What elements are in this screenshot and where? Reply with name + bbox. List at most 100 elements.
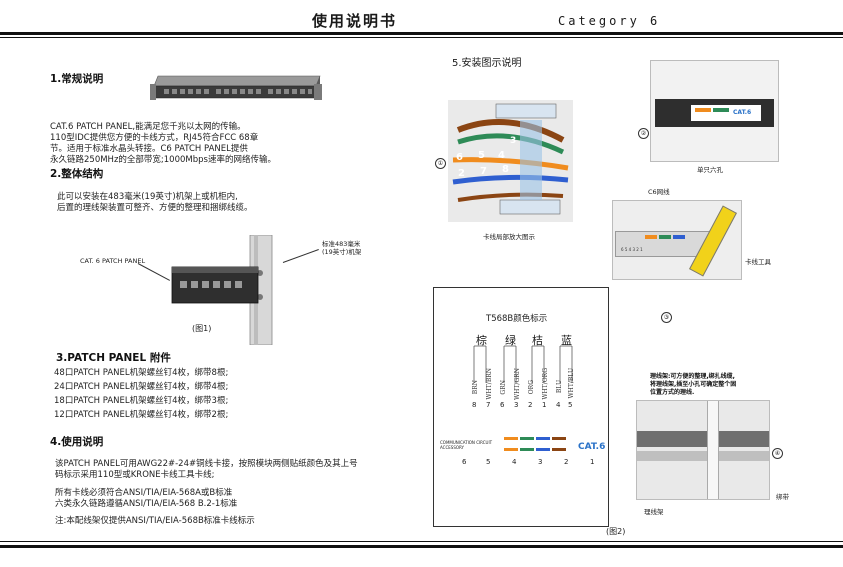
wire-pos-5: 5 — [568, 401, 573, 409]
section-1-body: CAT.6 PATCH PANEL,能满足您千兆以太网的传输。 110型IDC提… — [50, 122, 276, 165]
port-num-5: 5 — [486, 458, 491, 466]
footer-rule-thick — [0, 545, 843, 548]
idc-closeup-illustration — [448, 100, 573, 222]
module-stripe-orange — [695, 108, 711, 112]
step-1-marker: ① — [435, 158, 446, 169]
step-2-marker: ② — [638, 128, 649, 139]
cable-manager-bar — [637, 451, 769, 461]
t568b-group-green: 绿 — [505, 334, 516, 347]
t568b-group-blue: 蓝 — [561, 334, 572, 347]
port-num-2: 2 — [564, 458, 569, 466]
cable-manager-note: 理线架:可方便的整理,绑扎线缆, 将理线架,插至小孔可确定整个固 位置方式的理线… — [650, 373, 737, 396]
header-rule-thick — [0, 32, 843, 35]
closeup-num-4: 4 — [498, 150, 505, 161]
closeup-photo: 6 5 4 3 2 7 8 — [448, 100, 573, 222]
color-strip — [502, 436, 568, 454]
punchdown-stripe-blue — [673, 235, 685, 239]
single-module-photo: CAT.6 — [650, 60, 779, 162]
punchdown-panel-numbers: 6 5 4 3 2 1 — [621, 247, 643, 252]
port-num-4: 4 — [512, 458, 517, 466]
port-num-3: 3 — [538, 458, 543, 466]
module-stripe-green — [713, 108, 729, 112]
closeup-num-3: 3 — [510, 136, 517, 146]
closeup-num-5: 5 — [478, 150, 485, 161]
step-4-marker: ④ — [772, 448, 783, 459]
strip-orange-2 — [504, 448, 518, 451]
fig1-rack-label: 标准483毫米 (19英寸)机架 — [322, 240, 362, 256]
strip-blue-2 — [536, 448, 550, 451]
section-5-title: 5.安装图示说明 — [452, 58, 522, 69]
section-4-title: 4.使用说明 — [50, 436, 104, 448]
wire-pos-6: 6 — [500, 401, 505, 409]
t568b-group-brown: 棕 — [476, 334, 488, 347]
accessory-item-24: 24口PATCH PANEL机架螺丝钉4枚，绑带4根; — [54, 382, 229, 392]
section-1-title: 1.常规说明 — [50, 73, 104, 85]
fig1-panel-label: CAT. 6 PATCH PANEL — [80, 257, 146, 265]
cable-manager-photo — [636, 400, 770, 500]
single-module-caption: 单只六孔 — [697, 166, 723, 174]
closeup-num-7: 7 — [480, 166, 487, 177]
port-num-6: 6 — [462, 458, 467, 466]
t568b-group-orange: 桔 — [532, 334, 543, 347]
wire-label-blu: BLU — [556, 380, 563, 394]
wire-label-grn: GRN — [500, 380, 507, 395]
wire-pos-3: 3 — [514, 401, 519, 409]
punchdown-photo: 6 5 4 3 2 1 — [612, 200, 742, 280]
figure-1 — [160, 234, 290, 346]
port-number-row: 6 5 4 3 2 1 — [462, 458, 602, 468]
punchdown-stripe-orange — [645, 235, 657, 239]
accessory-item-18: 18口PATCH PANEL机架螺丝钉4枚，绑带3根; — [54, 396, 229, 406]
port-num-1: 1 — [590, 458, 595, 466]
c6-cable-label: C6网线 — [648, 188, 670, 196]
punchdown-stripe-green — [659, 235, 671, 239]
section-4-para-2: 所有卡线必须符合ANSI/TIA/EIA-568A或B标准 六类永久链路遵循AN… — [55, 488, 238, 509]
patch-panel-photo — [150, 72, 325, 106]
document-title: 使用说明书 — [312, 12, 398, 30]
cable-manager-label: 理线架 — [644, 508, 664, 516]
closeup-num-6: 6 — [456, 152, 463, 163]
wire-pos-8: 8 — [472, 401, 477, 409]
header-rule-thin — [0, 37, 843, 38]
wire-label-wht-blu: WHT/BLU — [568, 368, 575, 399]
cat6-badge: CAT.6 — [578, 442, 606, 452]
strip-brown-2 — [552, 448, 566, 451]
closeup-caption: 卡线局部放大图示 — [483, 233, 535, 241]
cable-white — [707, 401, 719, 499]
step-3-marker: ③ — [661, 312, 672, 323]
comm-circuit-label: COMMUNICATION CIRCUIT ACCESSORY — [440, 440, 493, 450]
t568b-title: T568B颜色标示 — [486, 314, 548, 324]
closeup-num-8: 8 — [502, 164, 509, 175]
accessory-item-12: 12口PATCH PANEL机架螺丝钉4枚，绑带2根; — [54, 410, 229, 420]
footer-rule-thin — [0, 541, 843, 542]
punch-tool-label: 卡线工具 — [745, 258, 771, 266]
wire-pos-1: 1 — [542, 401, 547, 409]
closeup-num-2: 2 — [458, 168, 465, 179]
accessory-item-48: 48口PATCH PANEL机架螺丝钉4枚，绑带8根; — [54, 368, 229, 378]
wire-label-wht-grn: WHT/GRN — [514, 368, 521, 400]
wire-label-wht-org: WHT/ORG — [542, 368, 549, 400]
section-2-title: 2.整体结构 — [50, 168, 104, 180]
wire-pos-4: 4 — [556, 401, 561, 409]
patch-panel-illustration — [150, 75, 322, 100]
section-4-note: 注:本配线架仅提供ANSI/TIA/EIA-568B标准卡线标示 — [55, 516, 255, 526]
strip-blue-1 — [536, 437, 550, 440]
strip-orange-1 — [504, 437, 518, 440]
wire-label-brn: BRN — [472, 380, 479, 395]
t568b-bracket-lines — [473, 345, 573, 383]
section-3-title: 3.PATCH PANEL 附件 — [56, 352, 171, 364]
wire-label-wht-brn: WHT/BRN — [486, 368, 493, 400]
section-4-para-1: 该PATCH PANEL可用AWG22#-24#铜线卡接，按照模块两侧贴纸颜色及… — [55, 459, 358, 480]
accessory-list: 48口PATCH PANEL机架螺丝钉4枚，绑带8根; 24口PATCH PAN… — [54, 366, 228, 422]
section-2-body: 此可以安装在483毫米(19英寸)机架上或机柜内, 后置的理线架装置可整齐、方便… — [57, 192, 253, 213]
t568b-box: T568B颜色标示 棕 绿 桔 蓝 BRN WHT/BRN GRN WHT/GR… — [433, 287, 609, 527]
strip-green-2 — [520, 448, 534, 451]
module-cat6-badge: CAT.6 — [733, 109, 752, 116]
strip-brown-1 — [552, 437, 566, 440]
tie-label: 绑带 — [776, 493, 789, 501]
wire-pos-7: 7 — [486, 401, 491, 409]
strip-green-1 — [520, 437, 534, 440]
wire-label-org: ORG — [528, 380, 535, 395]
cable-manager-panel — [637, 431, 769, 447]
category-label: Category 6 — [558, 14, 661, 28]
rack-mount-illustration — [171, 234, 273, 346]
